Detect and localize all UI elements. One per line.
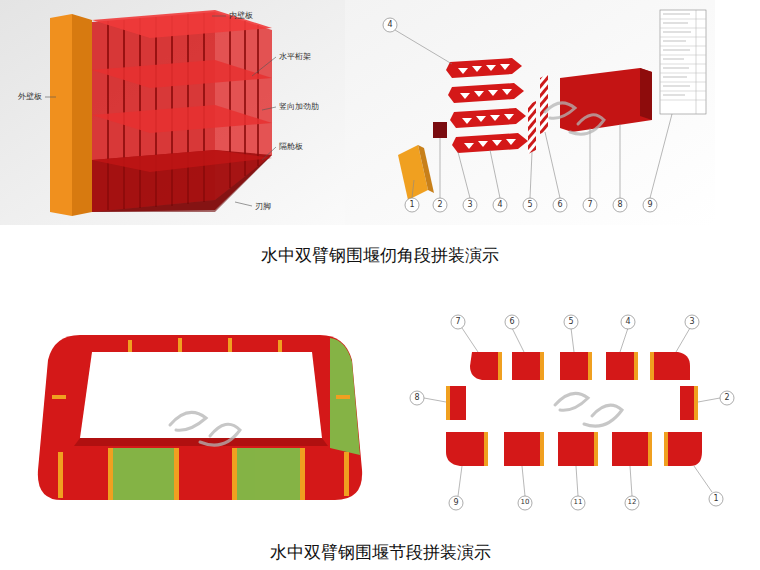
callout-number: 4 xyxy=(497,201,502,210)
callout-number: 2 xyxy=(437,201,442,210)
logo-watermark xyxy=(170,103,622,445)
callout-number: 11 xyxy=(574,499,583,507)
panel-ground xyxy=(345,0,715,225)
callout-number: 9 xyxy=(647,201,652,210)
callout-number: 1 xyxy=(713,495,718,504)
part-label: 水平桁架 xyxy=(279,53,311,62)
exploded-parts xyxy=(383,10,706,212)
parts-table xyxy=(660,10,706,114)
callout-number: 3 xyxy=(467,201,472,210)
figure-caption: 水中双臂钢围堰节段拼装演示 xyxy=(270,543,491,562)
cofferdam-ring-3d xyxy=(38,335,362,500)
callout-number: 4 xyxy=(387,21,392,30)
leader-line xyxy=(45,16,276,206)
callout-number: 7 xyxy=(587,201,592,210)
callout-number: 6 xyxy=(509,318,514,327)
callout-number: 2 xyxy=(724,394,729,403)
callout-number: 12 xyxy=(628,499,637,507)
callout-number: 9 xyxy=(453,499,458,508)
callout-number: 3 xyxy=(689,318,694,327)
callout-number: 6 xyxy=(557,201,562,210)
callout-number: 10 xyxy=(521,499,530,507)
callout-number: 8 xyxy=(414,394,419,403)
panel-ground xyxy=(0,0,345,225)
callout-number: 1 xyxy=(409,201,414,210)
callout-number: 5 xyxy=(568,318,573,327)
callout-number: 4 xyxy=(625,318,630,327)
segment-pieces xyxy=(410,315,734,510)
figure-caption: 水中双臂钢围堰仞角段拼装演示 xyxy=(261,246,499,265)
part-label: 隔舱板 xyxy=(279,143,303,152)
part-label: 内壁板 xyxy=(229,12,253,21)
callout-number: 8 xyxy=(617,201,622,210)
part-label: 外壁板 xyxy=(18,93,42,102)
part-label: 竖向加劲肋 xyxy=(279,103,319,112)
callout-number: 5 xyxy=(527,201,532,210)
part-label: 刃脚 xyxy=(255,203,271,212)
cofferdam-section-3d xyxy=(50,10,272,216)
callout-number: 7 xyxy=(455,318,460,327)
